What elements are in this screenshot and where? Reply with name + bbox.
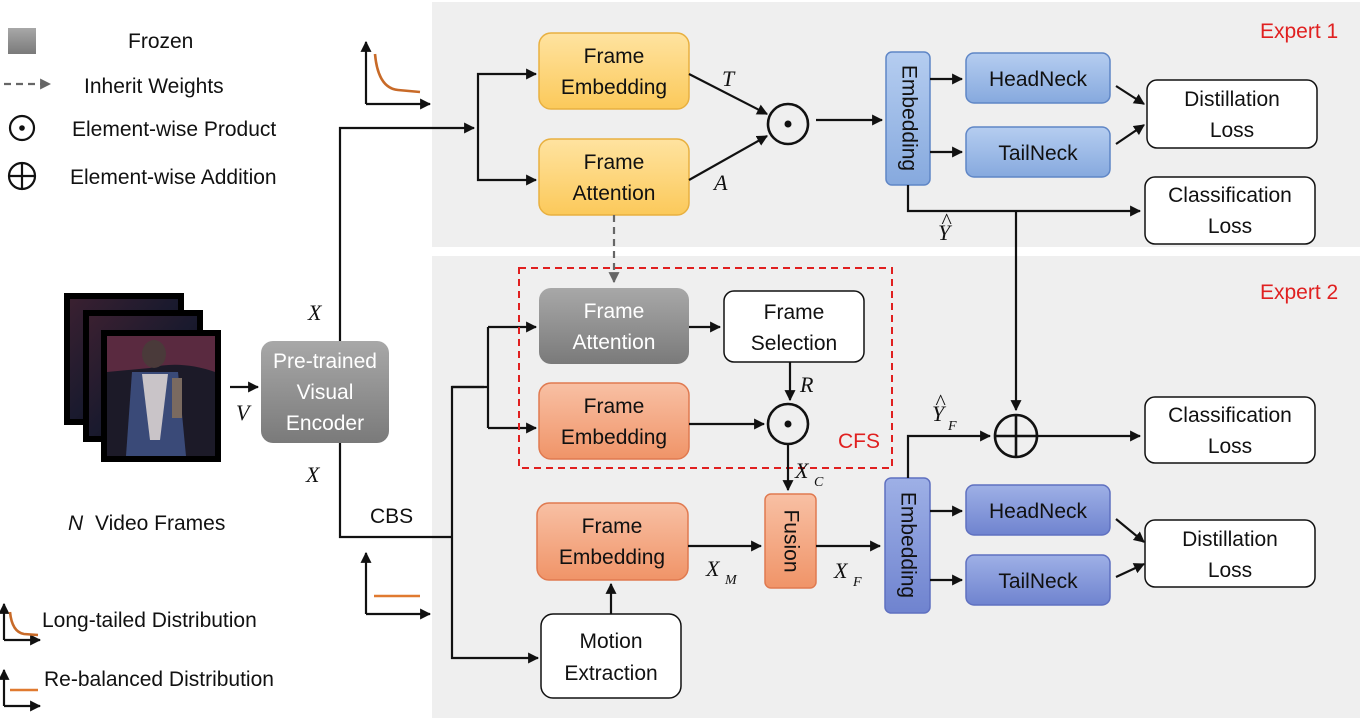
- expert2-frame-embedding-bottom: [536, 502, 689, 581]
- svg-text:^: ^: [935, 389, 946, 414]
- expert1-product-node: [766, 102, 810, 146]
- svg-text:TailNeck: TailNeck: [998, 570, 1078, 593]
- svg-text:Embedding: Embedding: [561, 426, 667, 449]
- svg-text:Frame: Frame: [584, 45, 645, 68]
- cbs-label: CBS: [370, 505, 413, 528]
- svg-text:Embedding: Embedding: [559, 546, 665, 569]
- xc-label: X: [794, 458, 810, 483]
- svg-text:Pre-trained: Pre-trained: [273, 350, 377, 373]
- svg-text:Visual: Visual: [297, 381, 354, 404]
- expert1-frame-embedding: [538, 32, 690, 110]
- frozen-swatch: [8, 28, 36, 54]
- svg-text:Classification: Classification: [1168, 184, 1292, 207]
- svg-text:Extraction: Extraction: [564, 662, 657, 685]
- cfs-label: CFS: [838, 430, 880, 453]
- expert1-classification-loss: [1144, 176, 1316, 245]
- svg-text:TailNeck: TailNeck: [998, 142, 1078, 165]
- xm-label: X: [705, 556, 721, 581]
- svg-text:Selection: Selection: [751, 332, 837, 355]
- svg-text:Frame: Frame: [584, 395, 645, 418]
- legend-re-balanced: Re-balanced Distribution: [44, 668, 274, 691]
- legend: Frozen Inherit Weights Element-wise Prod…: [0, 28, 277, 712]
- yf-hat-label: Y: [932, 401, 947, 426]
- long-tailed-icon: [0, 602, 42, 646]
- svg-text:Loss: Loss: [1208, 215, 1252, 238]
- re-balanced-distribution-icon: [360, 551, 432, 620]
- expert2-classification-loss: [1144, 396, 1316, 464]
- visual-encoder: [261, 341, 389, 443]
- expert2-headneck: [965, 484, 1111, 536]
- svg-text:Classification: Classification: [1168, 404, 1292, 427]
- legend-element-wise-addition: Element-wise Addition: [70, 166, 277, 189]
- svg-text:Attention: Attention: [573, 331, 656, 354]
- expert2-tailneck: [965, 554, 1111, 606]
- legend-long-tailed: Long-tailed Distribution: [42, 609, 257, 632]
- x-upper-label: X: [307, 300, 323, 325]
- expert1-tailneck: [965, 126, 1111, 178]
- svg-text:^: ^: [941, 208, 952, 233]
- product-icon: [8, 114, 36, 142]
- expert1-headneck: [965, 52, 1111, 104]
- svg-text:Loss: Loss: [1210, 119, 1254, 142]
- svg-text:Distillation: Distillation: [1182, 528, 1278, 551]
- legend-element-wise-product: Element-wise Product: [72, 118, 276, 141]
- x-lower-label: X: [305, 462, 321, 487]
- xf-label: X: [833, 558, 849, 583]
- svg-text:Distillation: Distillation: [1184, 88, 1280, 111]
- expert2-frame-attention: [539, 288, 689, 364]
- svg-text:Frame: Frame: [582, 515, 643, 538]
- svg-text:Frame: Frame: [584, 151, 645, 174]
- a-label: A: [712, 170, 728, 195]
- svg-text:F: F: [852, 575, 862, 590]
- motion-extraction: [540, 613, 682, 699]
- svg-text:HeadNeck: HeadNeck: [989, 500, 1088, 523]
- svg-text:Loss: Loss: [1208, 559, 1252, 582]
- expert2-title: Expert 2: [1260, 281, 1338, 304]
- svg-text:Fusion: Fusion: [779, 509, 802, 572]
- frame-selection: [723, 290, 865, 363]
- svg-text:Embedding: Embedding: [897, 65, 920, 171]
- expert1-distillation-loss: [1146, 79, 1318, 149]
- svg-text:Frame: Frame: [764, 301, 825, 324]
- svg-text:Embedding: Embedding: [896, 492, 919, 598]
- re-balanced-icon: [0, 668, 42, 712]
- svg-text:C: C: [814, 475, 824, 490]
- video-frames-label: Video Frames: [95, 512, 225, 535]
- fusion: [764, 493, 817, 589]
- long-tailed-distribution-icon: [360, 40, 432, 110]
- expert2-distillation-loss: [1144, 519, 1316, 588]
- svg-text:F: F: [947, 419, 957, 434]
- legend-inherit-weights: Inherit Weights: [84, 75, 224, 98]
- svg-text:Attention: Attention: [573, 182, 656, 205]
- v-label: V: [236, 400, 252, 425]
- svg-text:HeadNeck: HeadNeck: [989, 68, 1088, 91]
- svg-text:Embedding: Embedding: [561, 76, 667, 99]
- video-frames: [64, 293, 221, 462]
- expert2-frame-embedding-top: [538, 382, 690, 460]
- addition-node: [993, 413, 1039, 459]
- svg-text:M: M: [724, 573, 738, 588]
- legend-frozen: Frozen: [128, 30, 193, 53]
- t-label: T: [722, 66, 736, 91]
- svg-text:Loss: Loss: [1208, 435, 1252, 458]
- y-hat-label: Y: [938, 220, 953, 245]
- cfs-region: [518, 267, 893, 469]
- r-label: R: [799, 372, 814, 397]
- svg-text:Motion: Motion: [579, 630, 642, 653]
- svg-text:Frame: Frame: [584, 300, 645, 323]
- svg-text:Encoder: Encoder: [286, 412, 364, 435]
- n-label: N: [68, 512, 84, 535]
- expert1-title: Expert 1: [1260, 20, 1338, 43]
